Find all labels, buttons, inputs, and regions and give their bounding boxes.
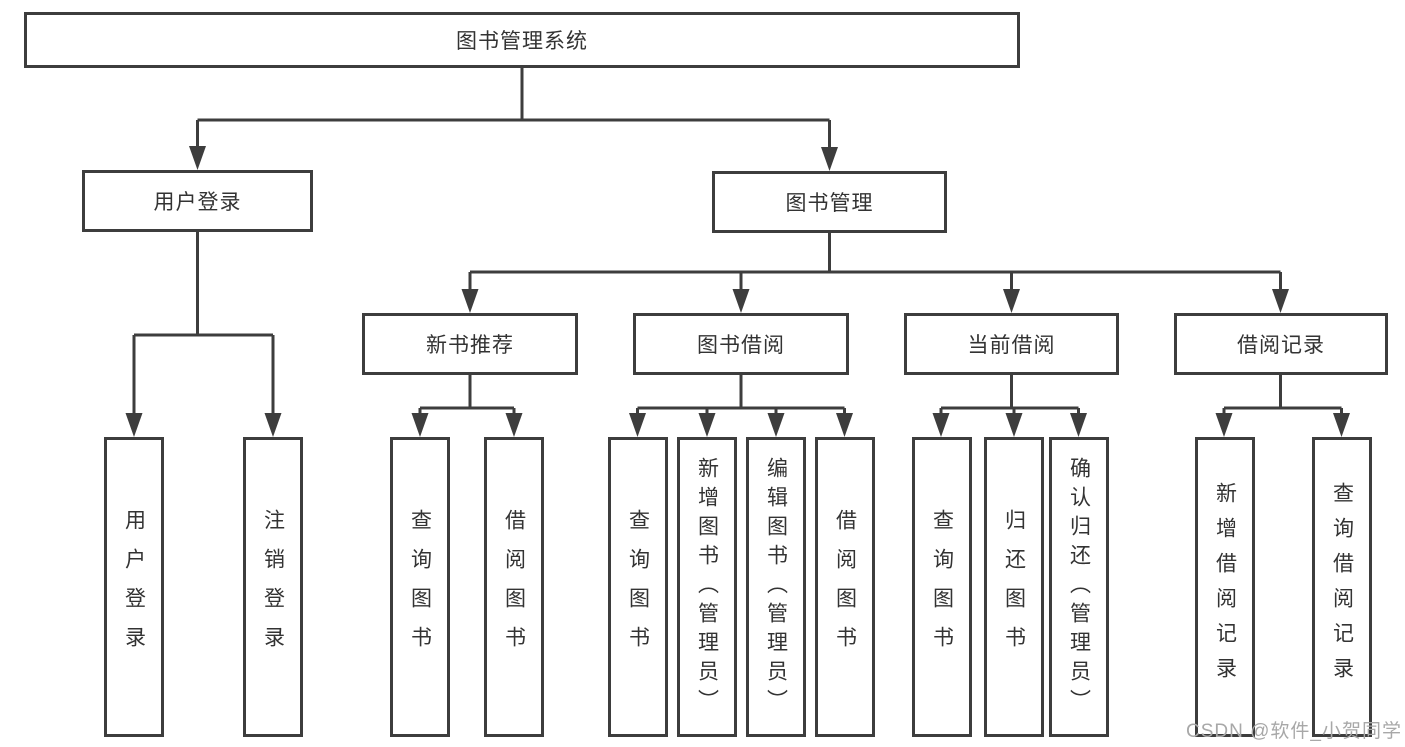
leaf-query-books-current: 查询图书 — [912, 437, 972, 737]
leaf-add-borrow-record-label: 新增借阅记录 — [1213, 482, 1237, 692]
node-user-login-label: 用户登录 — [153, 191, 242, 214]
leaf-borrow-books-recommend: 借阅图书 — [484, 437, 544, 737]
leaf-logout: 注销登录 — [243, 437, 303, 737]
leaf-query-borrow-record-label: 查询借阅记录 — [1330, 482, 1354, 692]
leaf-borrow-books: 借阅图书 — [815, 437, 875, 737]
node-user-login: 用户登录 — [82, 170, 313, 232]
node-new-book-recommend: 新书推荐 — [362, 313, 578, 375]
leaf-query-books-recommend: 查询图书 — [390, 437, 450, 737]
leaf-borrow-books-recommend-label: 借阅图书 — [502, 509, 526, 665]
leaf-query-books-borrow: 查询图书 — [608, 437, 668, 737]
node-borrow-records: 借阅记录 — [1174, 313, 1388, 375]
leaf-borrow-books-label: 借阅图书 — [833, 509, 857, 665]
leaf-add-borrow-record: 新增借阅记录 — [1195, 437, 1255, 737]
leaf-confirm-return-admin: 确认归还（管理员） — [1049, 437, 1109, 737]
node-root-label: 图书管理系统 — [456, 30, 588, 53]
leaf-user-login: 用户登录 — [104, 437, 164, 737]
leaf-edit-books-admin: 编辑图书（管理员） — [746, 437, 806, 737]
leaf-edit-books-admin-label: 编辑图书（管理员） — [764, 456, 788, 718]
node-current-borrow: 当前借阅 — [904, 313, 1119, 375]
node-book-borrow-label: 图书借阅 — [697, 334, 785, 357]
leaf-return-books-label: 归还图书 — [1002, 509, 1026, 665]
node-current-borrow-label: 当前借阅 — [967, 334, 1056, 357]
leaf-user-login-label: 用户登录 — [122, 509, 146, 665]
leaf-confirm-return-admin-label: 确认归还（管理员） — [1067, 456, 1091, 718]
leaf-query-books-current-label: 查询图书 — [930, 509, 954, 665]
leaf-query-books-borrow-label: 查询图书 — [626, 509, 650, 665]
leaf-add-books-admin-label: 新增图书（管理员） — [695, 456, 719, 718]
watermark: CSDN @软件_小贺同学 — [1186, 721, 1402, 742]
node-new-book-recommend-label: 新书推荐 — [426, 334, 514, 357]
leaf-query-borrow-record: 查询借阅记录 — [1312, 437, 1372, 737]
leaf-logout-label: 注销登录 — [261, 509, 285, 665]
node-book-borrow: 图书借阅 — [633, 313, 849, 375]
node-root: 图书管理系统 — [24, 12, 1020, 68]
node-book-management: 图书管理 — [712, 171, 947, 233]
node-borrow-records-label: 借阅记录 — [1237, 334, 1325, 357]
leaf-query-books-recommend-label: 查询图书 — [408, 509, 432, 665]
arrow-icons — [125, 146, 1350, 437]
node-book-management-label: 图书管理 — [785, 192, 874, 215]
leaf-add-books-admin: 新增图书（管理员） — [677, 437, 737, 737]
leaf-return-books: 归还图书 — [984, 437, 1044, 737]
